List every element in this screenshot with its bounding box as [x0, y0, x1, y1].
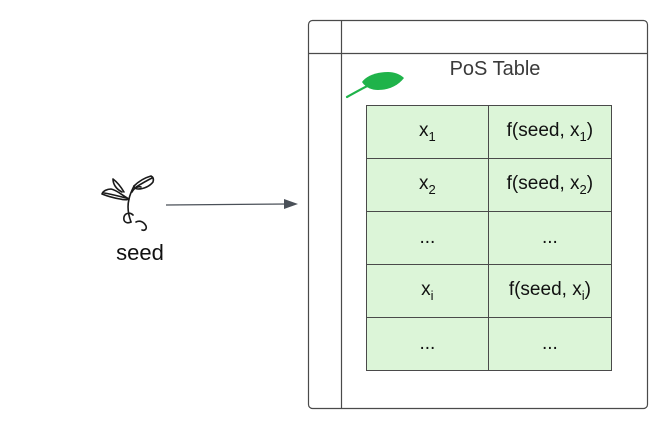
table-cell-f: ...	[487, 317, 613, 371]
f-value: ...	[541, 227, 558, 248]
x-value: x	[419, 120, 429, 142]
x-value: ...	[419, 333, 436, 354]
table-cell-f: ...	[487, 211, 613, 265]
f-suffix: )	[584, 279, 591, 301]
f-value: ...	[541, 333, 558, 354]
table-cell-x: xi	[366, 264, 489, 318]
x-subscript: 2	[428, 181, 436, 197]
table-cell-f: f(seed, x1)	[487, 105, 613, 159]
f-value: f(seed, x	[506, 173, 580, 195]
table-cell-f: f(seed, xi)	[487, 264, 613, 318]
table-row: ......	[366, 211, 613, 265]
f-subscript: 1	[579, 128, 587, 144]
x-value: ...	[419, 227, 436, 248]
x-value: x	[419, 173, 429, 195]
f-subscript: 2	[579, 181, 587, 197]
table-cell-x: ...	[366, 317, 489, 371]
table-cell-f: f(seed, x2)	[487, 158, 613, 212]
table-title: PoS Table	[449, 58, 541, 80]
sprout-icon	[101, 175, 155, 232]
x-subscript: i	[430, 287, 434, 303]
table-cell-x: ...	[366, 211, 489, 265]
x-value: x	[421, 279, 431, 301]
f-value: f(seed, x	[506, 120, 580, 142]
seed-label: seed	[116, 240, 164, 265]
seed-to-table-arrow	[165, 199, 298, 209]
table-cell-x: x1	[366, 105, 489, 159]
table-row: ......	[366, 317, 613, 371]
table-cell-x: x2	[366, 158, 489, 212]
f-suffix: )	[586, 173, 594, 195]
f-value: f(seed, x	[508, 279, 582, 301]
x-subscript: 1	[428, 128, 436, 144]
f-subscript: i	[581, 287, 585, 303]
f-suffix: )	[586, 120, 594, 142]
leaf-icon	[345, 72, 404, 99]
